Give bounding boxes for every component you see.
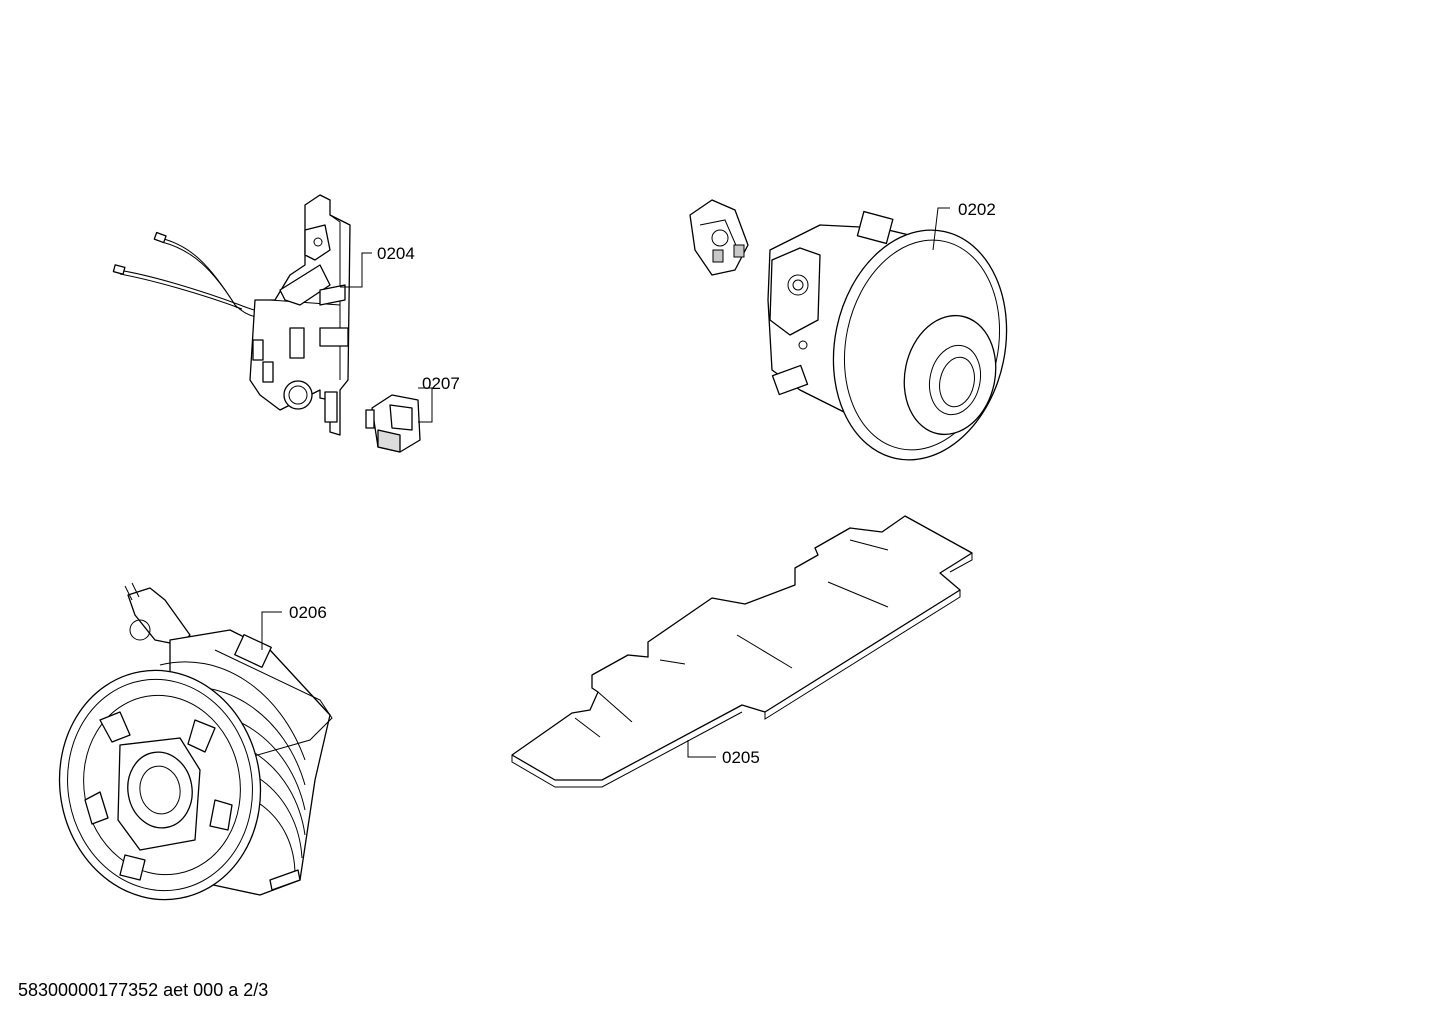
- part-label-board: 0204: [377, 244, 415, 263]
- part-label-motor: 0202: [958, 200, 996, 219]
- part-label-gasket: 0205: [722, 748, 760, 767]
- connector-part[interactable]: 0207: [365, 374, 460, 453]
- document-footer-id: 58300000177352 aet 000 a 2/3: [18, 980, 269, 1000]
- part-label-reel: 0206: [289, 603, 327, 622]
- cable-reel-part[interactable]: 0206: [42, 582, 333, 916]
- circuit-board-part[interactable]: 0204: [112, 194, 415, 436]
- motor-part[interactable]: 0202: [689, 199, 1027, 476]
- part-label-connector: 0207: [422, 374, 460, 393]
- gasket-part[interactable]: 0205: [511, 515, 973, 788]
